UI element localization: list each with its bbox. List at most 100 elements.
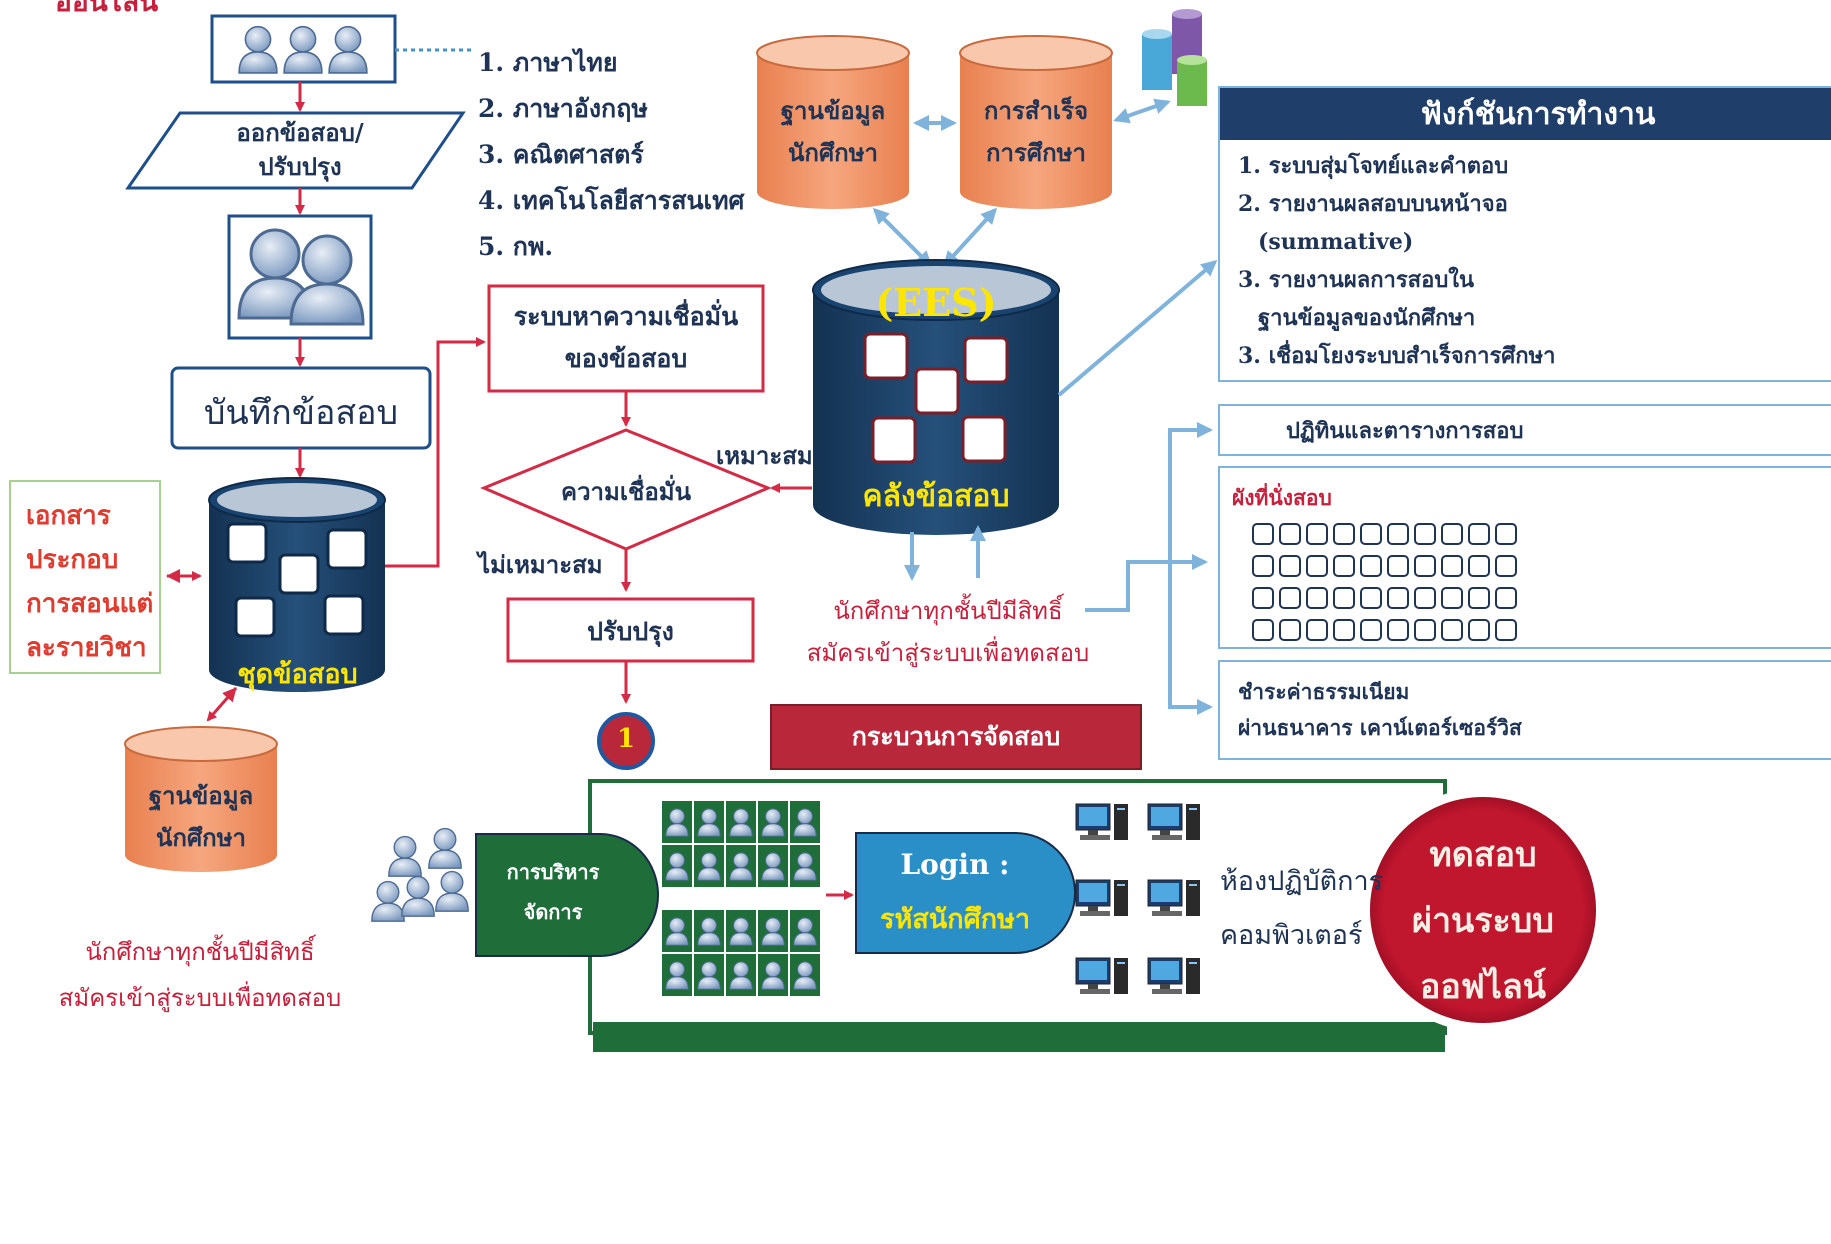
seating-grid <box>1252 523 1582 651</box>
graduation-database-icon <box>959 35 1113 209</box>
student-id-label: รหัสนักศึกษา <box>879 904 1031 935</box>
seat-icon <box>1468 587 1490 609</box>
seat-icon <box>1360 619 1382 641</box>
seat-icon <box>1414 587 1436 609</box>
functions-header: ฟังก์ชันการทำงาน <box>1220 88 1831 140</box>
people-grid-top-icon <box>662 801 820 887</box>
seat-icon <box>1441 523 1463 545</box>
seat-icon <box>1333 587 1355 609</box>
reliability-label: ความเชื่อมั่น <box>561 477 691 506</box>
seat-icon <box>1414 523 1436 545</box>
seat-icon <box>1252 523 1274 545</box>
function-item: ฐานข้อมูลของนักศึกษา <box>1258 305 1476 331</box>
exam-set-label: ชุดข้อสอบ <box>237 659 358 690</box>
database-stack-icon <box>1142 9 1207 106</box>
lab-label: ห้องปฏิบัติการ คอมพิวเตอร์ <box>1220 866 1384 951</box>
seat-icon <box>1495 587 1517 609</box>
payment-label: ชำระค่าธรรมเนียม ผ่านธนาคาร เคาน์เตอร์เซ… <box>1238 679 1522 740</box>
function-item: 1. ระบบสุ่มโจทย์และคำตอบ <box>1238 153 1509 179</box>
seat-icon <box>1252 555 1274 577</box>
student-db-top-label: ฐานข้อมูล นักศึกษา <box>780 96 886 167</box>
ees-label: (EES) <box>875 280 997 325</box>
arrow <box>1168 562 1213 715</box>
seat-icon <box>1279 619 1301 641</box>
record-exam-label: บันทึกข้อสอบ <box>203 393 399 433</box>
seat-icon <box>1495 555 1517 577</box>
arrow <box>1057 260 1218 397</box>
seat-icon <box>1414 555 1436 577</box>
people-grid-bottom-icon <box>662 910 820 996</box>
seat-icon <box>1333 555 1355 577</box>
bottom-green-bar <box>593 1022 1445 1052</box>
offline-label: ทดสอบ ผ่านระบบ ออฟไลน์ <box>1412 835 1554 1007</box>
functions-title: ฟังก์ชันการทำงาน <box>1420 96 1656 132</box>
arrow-double <box>1113 98 1171 124</box>
register-text-middle: นักศึกษาทุกชั้นปีมีสิทธิ์ สมัครเข้าสู่ระ… <box>806 597 1090 667</box>
function-item: (summative) <box>1258 229 1414 255</box>
login-label: Login : <box>900 848 1010 881</box>
seat-icon <box>1306 523 1328 545</box>
seat-icon <box>1387 523 1409 545</box>
arrow <box>385 337 486 568</box>
create-exam-shape <box>125 111 466 190</box>
connector-circle <box>597 712 655 770</box>
seat-icon <box>1333 523 1355 545</box>
seat-row <box>1252 523 1582 555</box>
seat-icon <box>1495 523 1517 545</box>
arrow <box>1168 422 1213 562</box>
documents-box <box>9 480 161 674</box>
subject-item: 4. เทคโนโลยีสารสนเทศ <box>478 186 745 215</box>
student-db-top-database-icon <box>756 35 910 209</box>
subject-list: 1. ภาษาไทย 2. ภาษาอังกฤษ 3. คณิตศาสตร์ 4… <box>478 37 744 273</box>
student-db-bottom-database-icon <box>124 726 278 872</box>
seat-icon <box>1441 587 1463 609</box>
seat-icon <box>1387 619 1409 641</box>
seat-icon <box>1333 619 1355 641</box>
function-item: 2. รายงานผลสอบบนหน้าจอ <box>1238 191 1508 217</box>
seating-box: ผังที่นั่งสอบ <box>1218 466 1831 649</box>
seat-icon <box>1414 619 1436 641</box>
offline-circle <box>1370 797 1596 1023</box>
function-item: 3. เชื่อมโยงระบบสำเร็จการศึกษา <box>1238 343 1556 369</box>
not-suitable-label: ไม่เหมาะสม <box>478 550 603 579</box>
graduation-label: การสำเร็จ การศึกษา <box>983 96 1089 167</box>
seat-icon <box>1360 523 1382 545</box>
ees-database-icon <box>812 259 1060 535</box>
login-shape <box>855 832 1076 954</box>
seat-icon <box>1279 587 1301 609</box>
suitable-label: เหมาะสม <box>716 441 813 470</box>
seat-icon <box>1306 555 1328 577</box>
seat-icon <box>1252 587 1274 609</box>
student-db-bottom-label: ฐานข้อมูล นักศึกษา <box>148 781 254 852</box>
seat-icon <box>1387 587 1409 609</box>
seat-icon <box>1441 555 1463 577</box>
header-fragment: ออนไลน์ <box>55 0 159 18</box>
seat-icon <box>1441 619 1463 641</box>
arrow-double <box>942 207 998 268</box>
documents-label: เอกสาร ประกอบ การสอนแต่ ละรายวิชา <box>26 501 154 663</box>
arrow <box>1085 554 1208 612</box>
seat-icon <box>1306 587 1328 609</box>
arrow-double <box>206 687 238 722</box>
seat-icon <box>1252 619 1274 641</box>
people-group-icon <box>371 827 469 922</box>
seat-icon <box>1495 619 1517 641</box>
seat-row <box>1252 587 1582 619</box>
seat-icon <box>1468 619 1490 641</box>
arrow-double <box>872 207 933 268</box>
function-item: 3. รายงานผลการสอบใน <box>1238 267 1475 293</box>
seat-icon <box>1468 523 1490 545</box>
seat-row <box>1252 555 1582 587</box>
seat-icon <box>1387 555 1409 577</box>
subject-item: 1. ภาษาไทย <box>478 48 618 77</box>
register-text-bottom: นักศึกษาทุกชั้นปีมีสิทธิ์ สมัครเข้าสู่ระ… <box>58 938 342 1012</box>
reliability-system-label: ระบบหาความเชื่อมั่น ของข้อสอบ <box>513 302 739 373</box>
seat-icon <box>1360 555 1382 577</box>
seating-title: ผังที่นั่งสอบ <box>1232 485 1332 510</box>
subject-item: 3. คณิตศาสตร์ <box>478 140 644 169</box>
management-shape <box>475 833 659 957</box>
process-title-box: กระบวนการจัดสอบ <box>770 704 1142 770</box>
exam-set-database-icon <box>208 477 386 692</box>
seat-icon <box>1306 619 1328 641</box>
seat-icon <box>1468 555 1490 577</box>
